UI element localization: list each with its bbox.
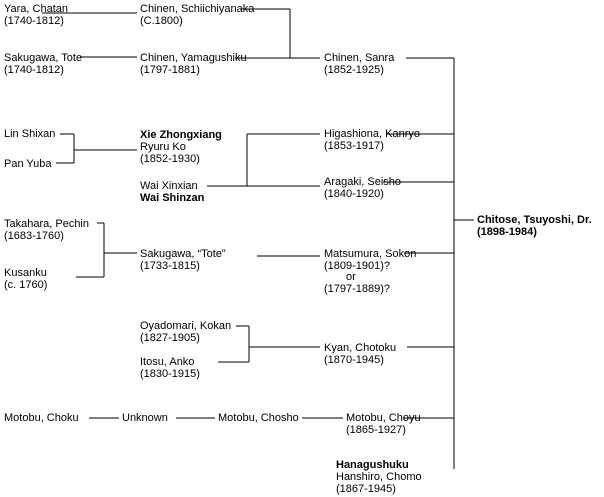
tote-dates: (1740-1812) [4, 64, 64, 76]
hanshiro-dates: (1867-1945) [336, 483, 396, 495]
wai-name: Wai Xinxian [140, 180, 198, 192]
matsumura-alt-dates: (1797-1889)? [324, 283, 391, 295]
motobu-choyu-dates: (1865-1927) [346, 424, 406, 436]
oyadomari-name: Oyadomari, Kokan [140, 320, 232, 332]
motobu-choku-name: Motobu, Choku [4, 412, 79, 424]
sakugawa-tote-dates: (1733-1815) [140, 260, 200, 272]
higashiona-dates: (1853-1917) [324, 140, 384, 152]
aragaki-name: Aragaki, Seisho [324, 176, 402, 188]
sanra-dates: (1852-1925) [324, 64, 384, 76]
itosu-name: Itosu, Anko [140, 356, 195, 368]
xie-name: Xie Zhongxiang [140, 129, 222, 141]
takahara-dates: (1683-1760) [4, 230, 64, 242]
yamagushiku-name: Chinen, Yamagushiku [140, 52, 247, 64]
xie-dates: (1852-1930) [140, 153, 200, 165]
lin-name: Lin Shixan [4, 128, 56, 140]
chitose-dates: (1898-1984) [477, 226, 537, 238]
kusanku-name: Kusanku [4, 267, 47, 279]
hanshiro-name: Hanshiro, Chomo [336, 471, 422, 483]
kusanku-dates: (c. 1760) [4, 279, 48, 291]
hanagushuku-name: Hanagushuku [336, 459, 409, 471]
yara-name: Yara, Chatan [4, 3, 69, 15]
takahara-name: Takahara, Pechin [4, 218, 89, 230]
matsumura-or: or [346, 271, 356, 283]
itosu-dates: (1830-1915) [140, 368, 200, 380]
aragaki-dates: (1840-1920) [324, 188, 384, 200]
wai-alias: Wai Shinzan [140, 192, 205, 204]
chitose-name: Chitose, Tsuyoshi, Dr. [477, 214, 592, 226]
motobu-choyu-name: Motobu, Choyu [346, 412, 421, 424]
higashiona-name: Higashiona, Kanryo [324, 128, 421, 140]
unknown-name: Unknown [122, 412, 168, 424]
schiichiyanaka-dates: (C.1800) [140, 15, 183, 27]
kyan-dates: (1870-1945) [324, 354, 384, 366]
sakugawa-tote-name: Sakugawa, “Tote” [140, 248, 226, 260]
kyan-name: Kyan, Chotoku [324, 342, 397, 354]
tote-name: Sakugawa, Tote [4, 52, 83, 64]
sanra-name: Chinen, Sanra [324, 52, 395, 64]
pan-name: Pan Yuba [4, 158, 52, 170]
yamagushiku-dates: (1797-1881) [140, 64, 200, 76]
yara-dates: (1740-1812) [4, 15, 64, 27]
motobu-chosho-name: Motobu, Chosho [218, 412, 299, 424]
matsumura-name: Matsumura, Sokon [324, 248, 417, 260]
schiichiyanaka-name: Chinen, Schiichiyanaka [140, 3, 255, 15]
matsumura-dates: (1809-1901)? [324, 260, 391, 272]
xie-alias: Ryuru Ko [140, 141, 186, 153]
oyadomari-dates: (1827-1905) [140, 332, 200, 344]
